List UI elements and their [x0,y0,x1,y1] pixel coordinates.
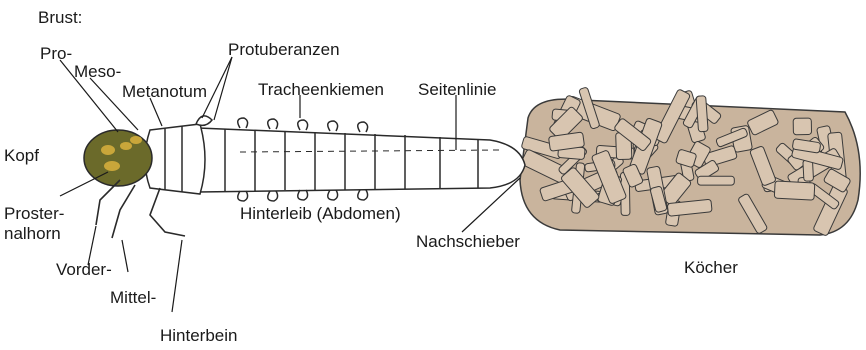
head-kopf [84,130,152,186]
label-metanotum: Metanotum [122,82,207,101]
label-tracheenkiemen: Tracheenkiemen [258,80,384,99]
case-piece [698,176,735,185]
label-koecher: Köcher [684,258,738,277]
abdomen [193,118,525,201]
label-pro: Pro- [40,44,72,63]
case-piece [774,181,815,200]
label-hinterbein: Hinterbein [160,326,238,345]
label-seitenlinie: Seitenlinie [418,80,496,99]
label-nachschieber: Nachschieber [416,232,520,251]
label-hinterleib: Hinterleib (Abdomen) [240,204,401,223]
label-prosternalhorn-2: nalhorn [4,224,61,243]
case-piece [696,96,708,132]
case-piece [793,118,811,135]
case-koecher [520,87,860,236]
label-mittel: Mittel- [110,288,156,307]
label-prosternalhorn-1: Proster- [4,204,64,223]
label-kopf: Kopf [4,146,39,165]
label-protuberanzen: Protuberanzen [228,40,340,59]
label-meso: Meso- [74,62,121,81]
label-vorder: Vorder- [56,260,112,279]
label-brust: Brust: [38,8,82,27]
